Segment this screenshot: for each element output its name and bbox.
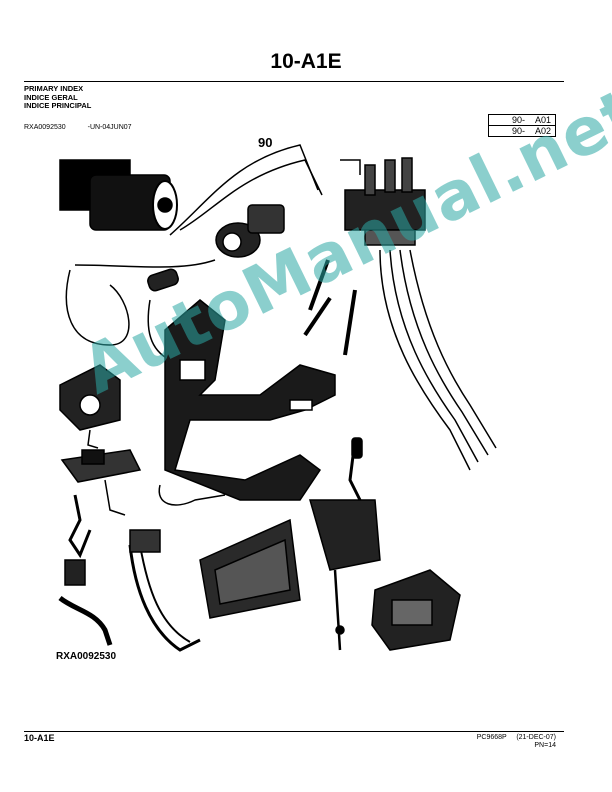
hose-line [65,269,130,346]
valve-block-drawing [340,157,426,246]
reference-row[interactable]: 90- A02 [489,126,555,136]
footer-date: (21-DEC-07) [516,734,556,741]
date-reference-code: -UN-04JUN07 [87,124,132,131]
filter-drawing [147,268,179,292]
compressor-drawing [215,204,285,258]
hose-line [409,249,497,449]
hose-line [343,289,357,356]
reference-box: 90- A01 90- A02 [488,114,556,137]
shift-plate-drawing [60,449,142,516]
hose-line [399,249,489,456]
alternator-drawing [59,159,178,231]
reference-group: 90- [511,126,525,136]
hose-line [128,544,201,652]
hose-line [179,159,323,231]
reference-row[interactable]: 90- A01 [489,115,555,126]
hose-line [158,484,226,506]
footer-rule [24,731,564,732]
index-line-spanish: INDICE PRINCIPAL [24,101,92,110]
reference-code: A01 [534,115,551,125]
primary-index-heading: PRIMARY INDEX INDICE GERAL INDICE PRINCI… [24,84,92,111]
frame-drawing [164,299,336,501]
art-reference-code: RXA0092530 [24,124,66,131]
bracket-drawing [129,529,161,553]
hose-line [169,144,319,236]
reference-code: A02 [534,126,551,136]
bracket-drawing [59,364,121,449]
index-line-portuguese: INDICE GERAL [24,92,78,102]
hose-line [139,544,191,643]
hose-line [303,296,332,337]
group-label: 90 [258,135,273,150]
shift-console-drawing [309,437,381,651]
art-reference-line: RXA0092530 -UN-04JUN07 [24,124,132,131]
hvac-unit-drawing [371,569,461,651]
index-line-english: PRIMARY INDEX [24,84,84,93]
footer-info: PC9668P (21-DEC-07) PN=14 [477,734,556,750]
control-panel-drawing [199,518,301,619]
hose-line [379,249,471,471]
footer-section-code: 10-A1E [24,733,55,743]
header-rule [24,81,564,82]
hose-line [58,595,113,646]
page-title: 10-A1E [270,50,342,73]
illustration-code: RXA0092530 [56,651,117,662]
bracket-drawing [64,559,86,586]
reference-group: 90- [511,115,525,125]
footer-doc-number: PC9668P [476,734,507,741]
footer-page-number: PN=14 [534,742,556,749]
hose-line [68,494,92,559]
hose-line [389,249,479,463]
hose-line [308,259,330,311]
hose-line [74,259,216,268]
